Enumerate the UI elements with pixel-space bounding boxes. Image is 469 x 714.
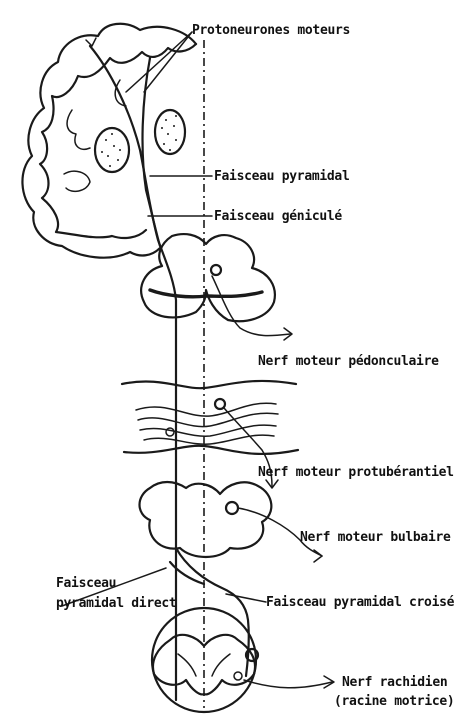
label-faisceau-pyramidal: Faisceau pyramidal xyxy=(214,169,349,184)
basal-nuclei xyxy=(95,110,185,172)
leader-lines xyxy=(62,32,266,606)
label-nerf-protuberantiel: Nerf moteur protubérantiel xyxy=(258,465,454,480)
label-nerf-pedonculaire: Nerf moteur pédonculaire xyxy=(258,354,439,369)
label-nerf-bulbaire: Nerf moteur bulbaire xyxy=(300,530,451,545)
medulla-section xyxy=(140,482,323,562)
label-nerf-rachidien-2: (racine motrice) xyxy=(334,694,454,709)
label-nerf-rachidien: Nerf rachidien xyxy=(342,675,447,690)
label-protoneurones: Protoneurones moteurs xyxy=(192,23,350,38)
spinal-cord-section xyxy=(152,608,334,712)
label-faisceau-croise: Faisceau pyramidal croisé xyxy=(266,595,455,610)
label-faisceau-genicule: Faisceau géniculé xyxy=(214,209,342,224)
midbrain-section xyxy=(141,234,292,340)
label-faisceau-direct-2: pyramidal direct xyxy=(56,596,176,611)
label-faisceau-direct: Faisceau xyxy=(56,576,116,591)
